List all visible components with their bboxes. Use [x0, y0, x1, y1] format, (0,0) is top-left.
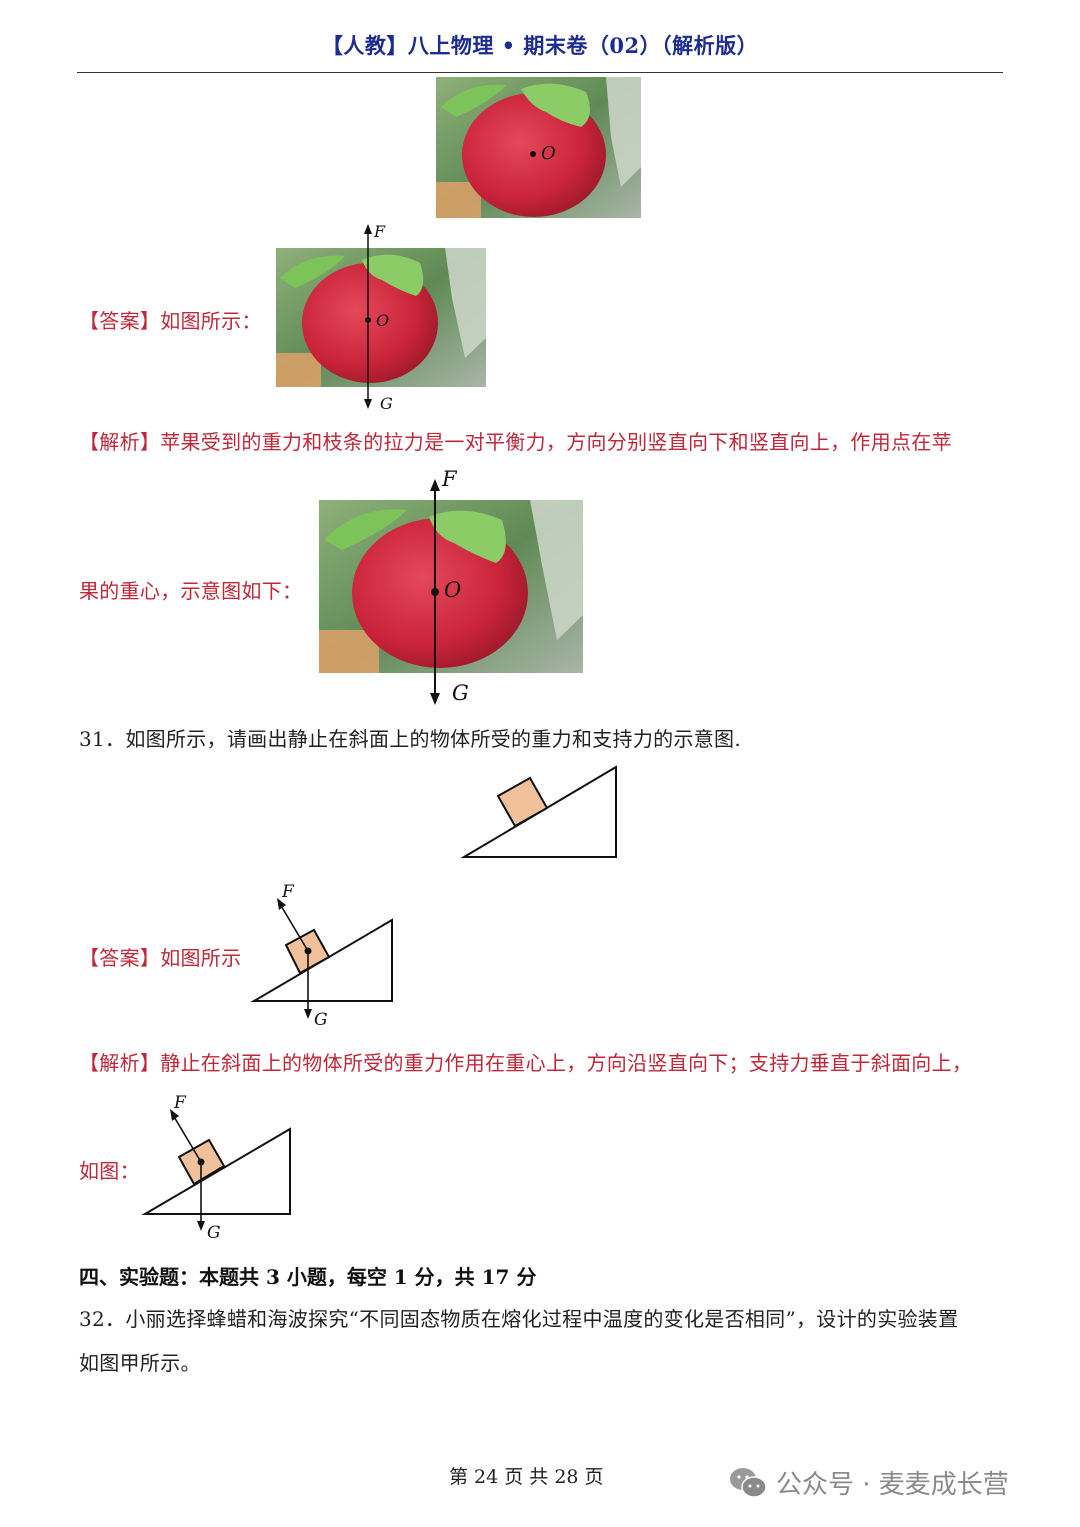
incline-analysis-figure: F G — [140, 1085, 300, 1245]
arrow-up-icon — [430, 479, 440, 491]
svg-text:O: O — [444, 578, 461, 602]
incline-figure-question — [455, 760, 625, 865]
svg-text:G: G — [207, 1223, 221, 1243]
question-31: 31．如图所示，请画出静止在斜面上的物体所受的重力和支持力的示意图. — [79, 723, 741, 752]
answer-tag: 【答案】 — [79, 309, 161, 333]
apple-photo — [276, 248, 486, 387]
gravity-arrow-icon — [197, 1221, 205, 1231]
question-prompt: 如图所示，请画出静止在斜面上的物体所受的重力和支持力的示意图. — [125, 727, 742, 751]
arrow-down-icon — [430, 693, 440, 705]
analysis-line-1-q30: 【解析】苹果受到的重力和枝条的拉力是一对平衡力，方向分别竖直向下和竖直向上，作用… — [79, 426, 952, 455]
analysis-tag: 【解析】 — [79, 430, 161, 454]
watermark: 公众号 · 麦麦成长营 — [728, 1464, 1009, 1501]
apple-analysis-figure: F O G — [312, 465, 592, 710]
svg-text:G: G — [452, 681, 469, 705]
analysis-text: 静止在斜面上的物体所受的重力作用在重心上，方向沿竖直向下；支持力垂直于斜面向上， — [160, 1051, 973, 1075]
question-32-line-2: 如图甲所示。 — [79, 1351, 201, 1375]
apple-answer-figure: F O G — [270, 218, 490, 413]
svg-text:G: G — [380, 394, 393, 413]
svg-text:O: O — [541, 143, 556, 164]
analysis-tag: 【解析】 — [79, 1051, 161, 1075]
apple-photo: O — [436, 77, 641, 218]
support-force-arrow-icon — [170, 1109, 179, 1121]
svg-text:F: F — [281, 882, 295, 902]
answer-label-q31: 【答案】如图所示 — [79, 942, 241, 971]
svg-text:G: G — [314, 1010, 328, 1030]
page-number: 第 24 页 共 28 页 — [449, 1466, 604, 1488]
arrow-up-icon — [364, 224, 372, 234]
analysis-text: 苹果受到的重力和枝条的拉力是一对平衡力，方向分别竖直向下和竖直向上，作用点在苹 — [160, 430, 952, 454]
gravity-arrow-icon — [304, 1009, 312, 1019]
svg-text:O: O — [376, 311, 389, 330]
svg-text:F: F — [441, 467, 458, 491]
wechat-icon — [730, 1467, 767, 1498]
section-heading: 四、实验题：本题共 3 小题，每空 1 分，共 17 分 — [79, 1265, 537, 1289]
analysis-line-1-q31: 【解析】静止在斜面上的物体所受的重力作用在重心上，方向沿竖直向下；支持力垂直于斜… — [79, 1047, 972, 1076]
header-divider — [77, 72, 1003, 73]
support-force-arrow-icon — [277, 898, 286, 910]
apple-figure-question: O — [436, 77, 641, 218]
answer-text: 如图所示： — [160, 309, 262, 333]
analysis-line-2-q30: 果的重心，示意图如下： — [79, 579, 303, 603]
arrow-down-icon — [364, 399, 372, 409]
answer-label-q30: 【答案】如图所示： — [79, 305, 262, 334]
answer-text: 如图所示 — [160, 946, 242, 970]
answer-tag: 【答案】 — [79, 946, 161, 970]
document-header-title: 【人教】八上物理 • 期末卷（02）（解析版） — [321, 33, 759, 58]
question-number: 31． — [79, 727, 126, 751]
svg-text:F: F — [173, 1093, 187, 1113]
force-arrows: F O G — [364, 222, 393, 413]
incline-triangle — [141, 1127, 291, 1215]
apple-photo — [319, 500, 583, 673]
question-text: 小丽选择蜂蜡和海波探究“不同固态物质在熔化过程中温度的变化是否相同”，设计的实验… — [125, 1307, 959, 1331]
question-number: 32． — [79, 1307, 126, 1331]
incline-answer-figure: F G — [240, 875, 400, 1035]
block — [496, 776, 549, 828]
analysis-line-2-q31: 如图： — [79, 1159, 140, 1183]
question-32-line-1: 32．小丽选择蜂蜡和海波探究“不同固态物质在熔化过程中温度的变化是否相同”，设计… — [79, 1303, 958, 1332]
svg-text:F: F — [373, 222, 386, 241]
force-arrows: F O G — [430, 467, 469, 705]
watermark-text: 公众号 · 麦麦成长营 — [776, 1470, 1009, 1500]
